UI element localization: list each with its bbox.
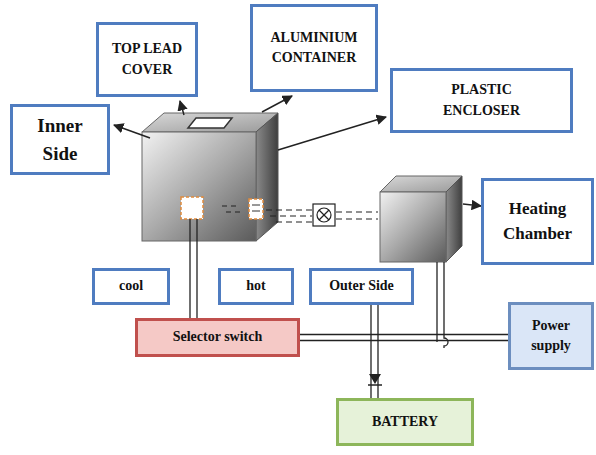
- switch-box: Selector switch: [135, 318, 300, 357]
- wire-connector: [300, 335, 508, 341]
- heating-cube: [380, 176, 462, 262]
- mode-label-box: hot: [218, 268, 294, 305]
- part-label-box: Heating Chamber: [481, 178, 594, 265]
- wire-line: [370, 305, 371, 398]
- part-label-box: Inner Side: [10, 104, 110, 175]
- part-label-box: PLASTIC ENCLOSER: [390, 68, 573, 133]
- part-label-box: TOP LEAD COVER: [96, 22, 198, 97]
- wire-line: [300, 334, 508, 335]
- diode-symbol: [368, 374, 382, 385]
- label-text: TOP LEAD COVER: [99, 39, 195, 80]
- battery-box: BATTERY: [336, 398, 474, 446]
- label-text: Heating Chamber: [484, 197, 591, 246]
- label-text: hot: [246, 276, 265, 296]
- label-text: Power supply: [511, 316, 591, 357]
- lamp-link: [222, 204, 378, 226]
- container-cube: [142, 113, 278, 241]
- part-label-box: ALUMINIUM CONTAINER: [250, 4, 378, 92]
- wire-line: [300, 340, 508, 341]
- power-supply-box: Power supply: [508, 302, 594, 370]
- part-label-box: Outer Side: [309, 268, 414, 305]
- label-text: PLASTIC ENCLOSER: [427, 80, 537, 121]
- label-text: cool: [119, 276, 143, 296]
- label-text: BATTERY: [372, 412, 438, 432]
- wire-connector: [371, 305, 378, 398]
- label-text: ALUMINIUM CONTAINER: [253, 28, 375, 69]
- label-text: Outer Side: [329, 276, 394, 296]
- label-text: Inner Side: [25, 112, 95, 167]
- wire-line: [377, 305, 378, 398]
- label-text: Selector switch: [173, 327, 263, 347]
- mode-label-box: cool: [92, 268, 170, 305]
